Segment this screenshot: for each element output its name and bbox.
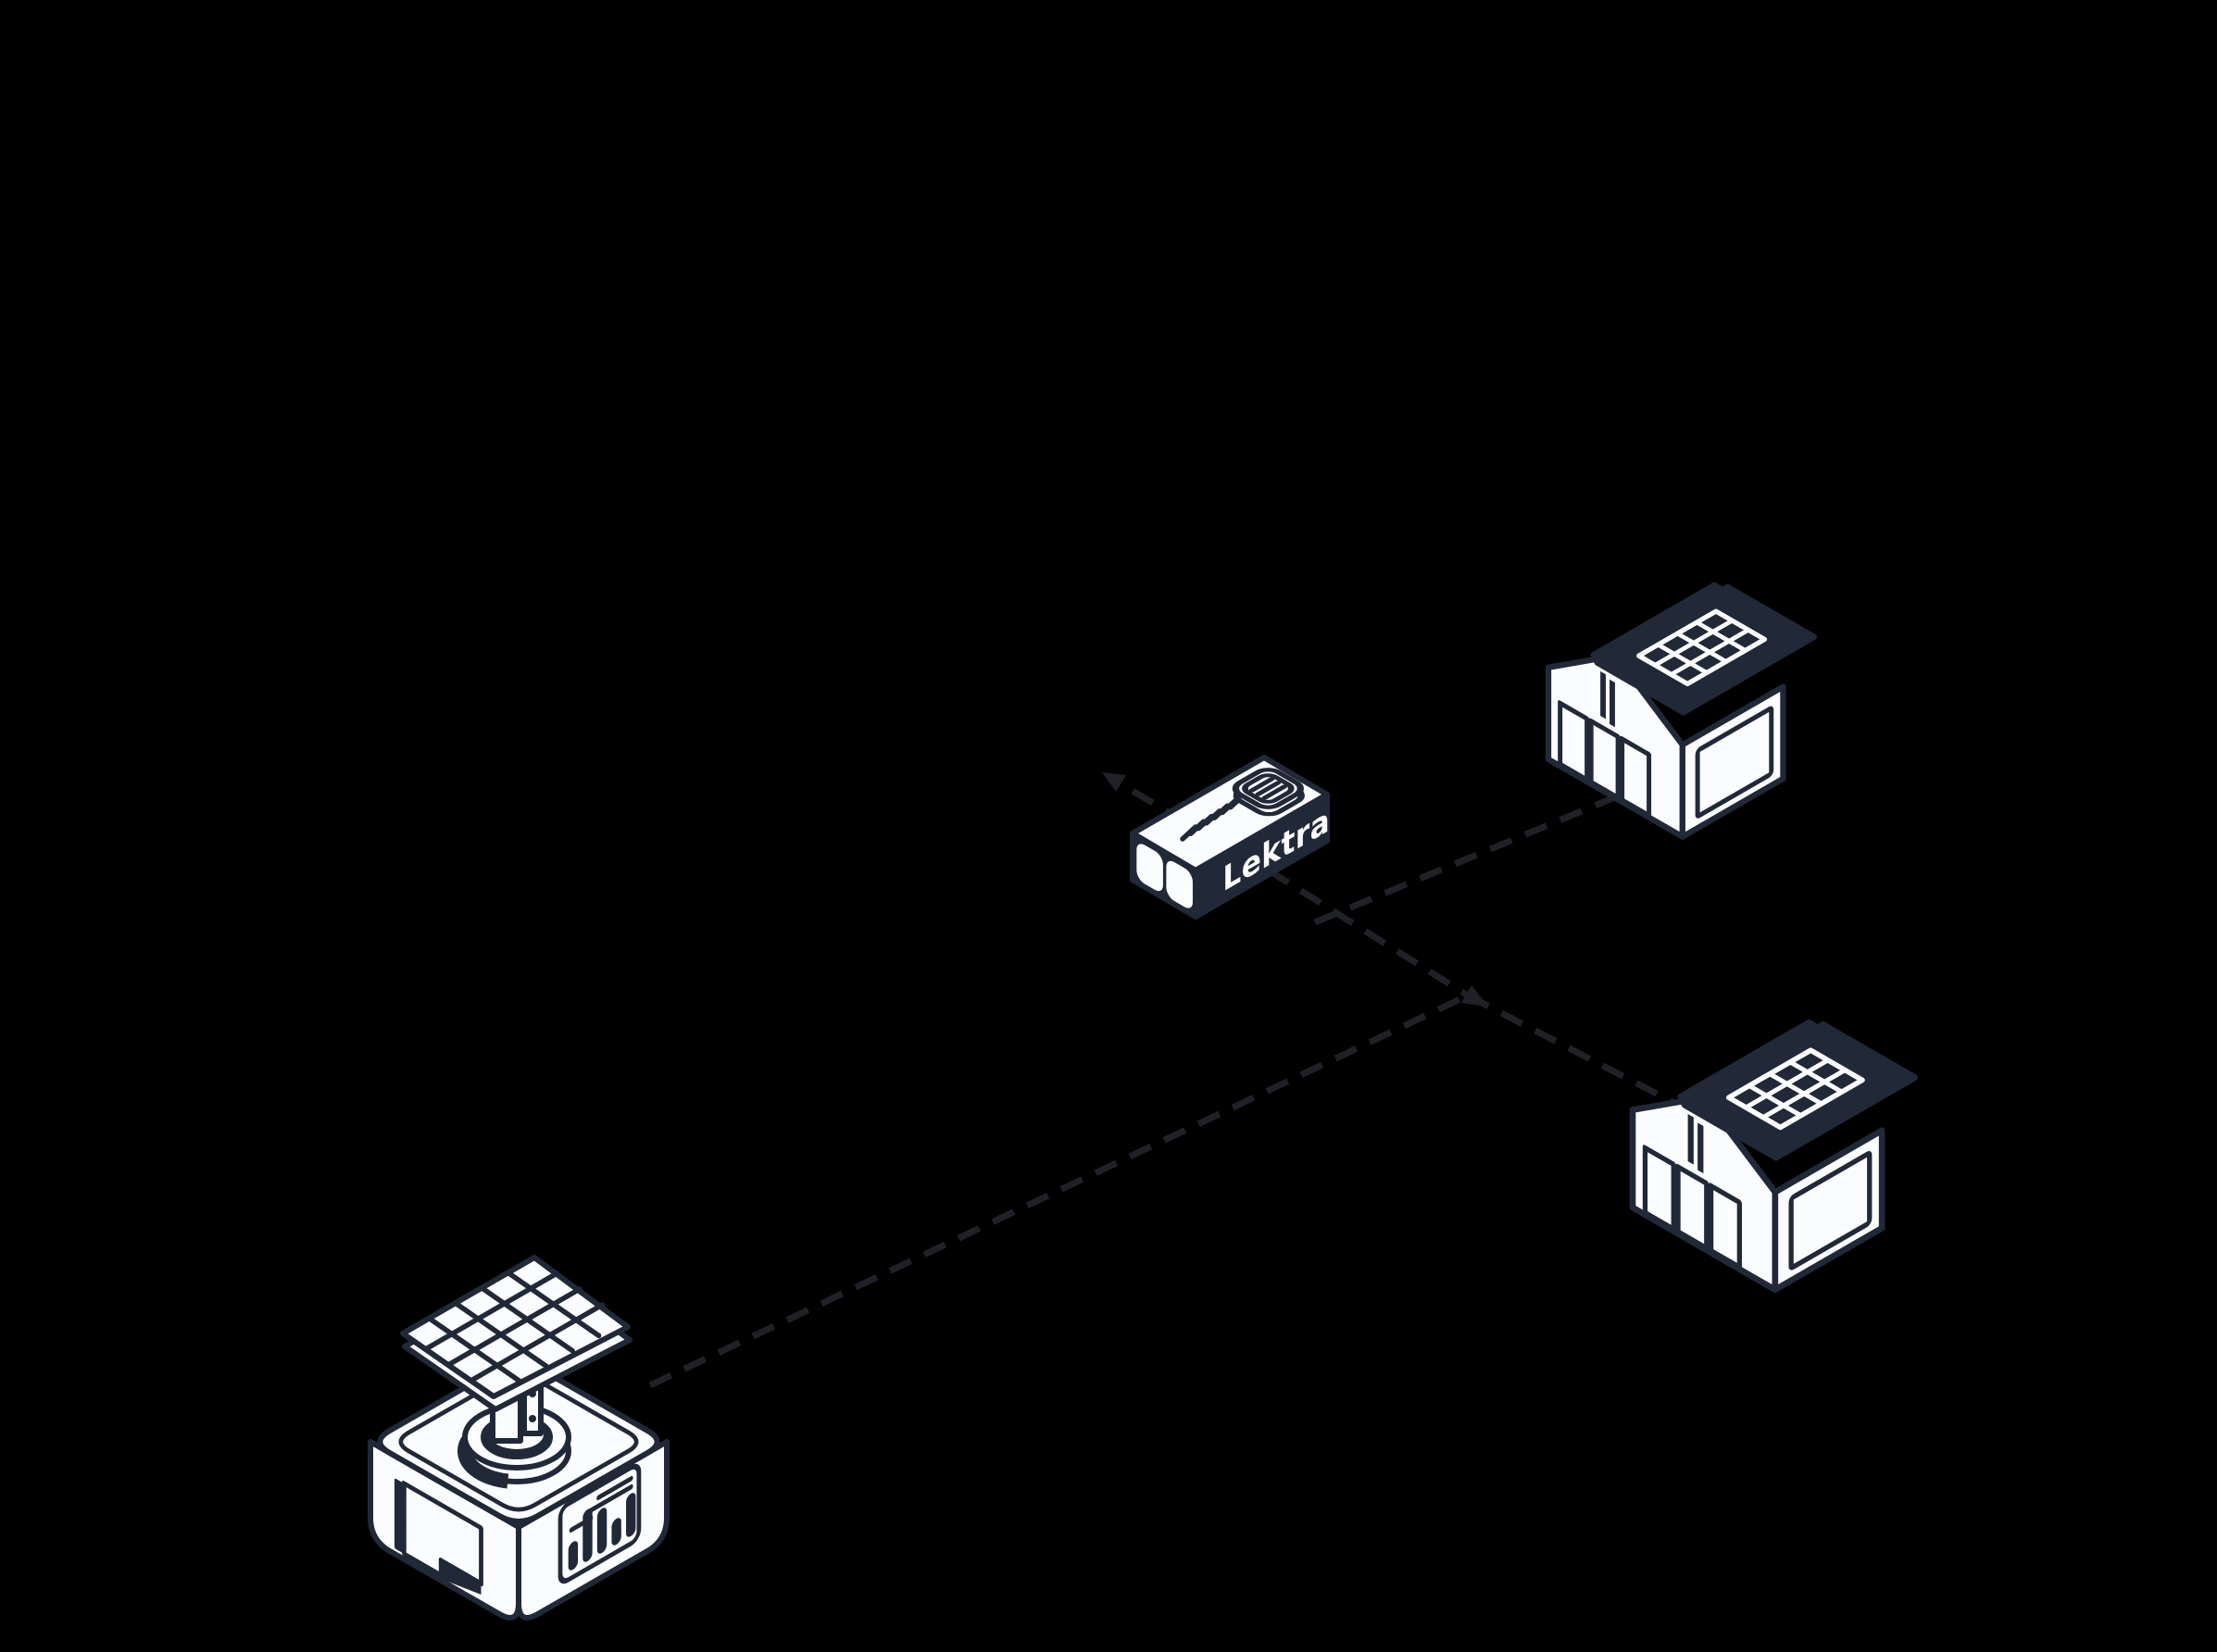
battery-top-device <box>1232 768 1305 817</box>
connection-junction-to-house-lower <box>1466 992 1674 1106</box>
display-bar <box>582 1508 593 1562</box>
flow-arrow-junction <box>1461 985 1488 1007</box>
device-vent-lines <box>1248 777 1288 800</box>
flow-arrow-outflow <box>1102 772 1126 792</box>
station-door <box>394 1478 483 1595</box>
solar-power-station <box>368 1255 670 1621</box>
connection-battery-to-junction <box>1267 868 1470 998</box>
connection-station-to-junction <box>648 992 1470 1389</box>
connection-battery-to-house-upper <box>1313 783 1641 926</box>
display-bar <box>596 1508 607 1554</box>
display-bar <box>626 1493 636 1537</box>
battery-vent-slashes <box>1180 793 1246 842</box>
station-display <box>557 1463 642 1584</box>
display-bar-chart <box>568 1493 636 1571</box>
house-lower <box>1633 1022 1914 1290</box>
display-bar <box>568 1541 579 1571</box>
house-upper <box>1548 585 1814 837</box>
battery-front-face <box>1193 792 1330 920</box>
display-bar <box>611 1518 621 1546</box>
station-solar-panel <box>400 1255 633 1412</box>
battery-end-panels <box>1136 844 1193 908</box>
